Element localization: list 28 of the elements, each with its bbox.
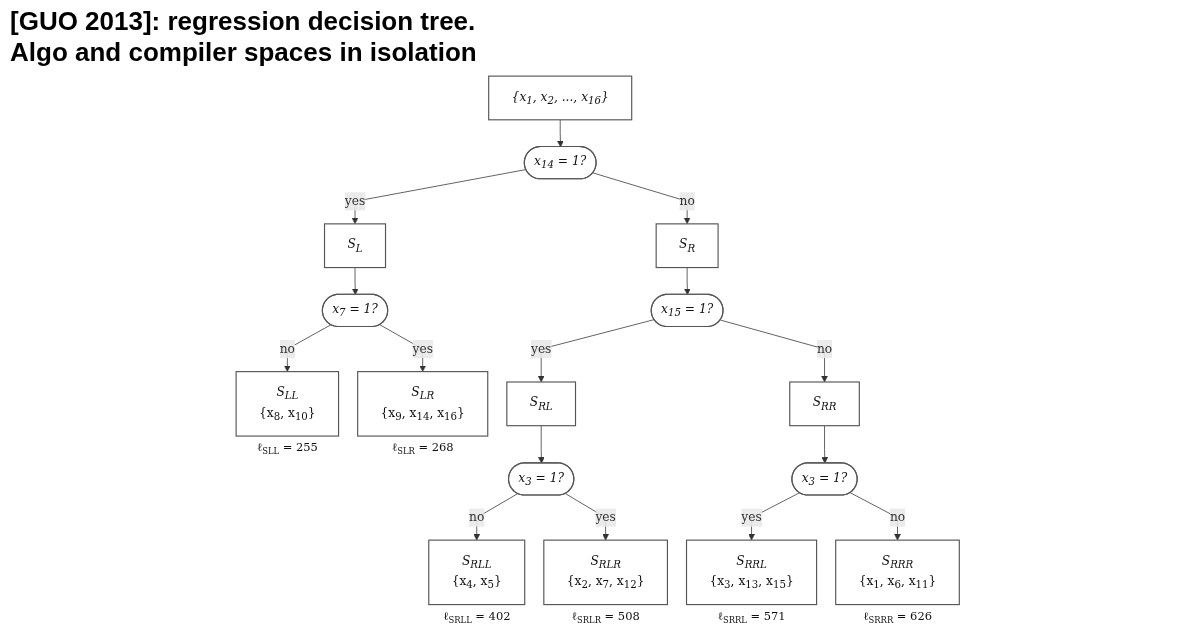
- leaf-value: ℓ$_{SRLR}$ = 508: [571, 608, 640, 625]
- edge-label: no: [679, 193, 695, 209]
- node-box: S$_{RL}$: [506, 381, 576, 427]
- node-box: S$_{RRL}$ {x$_{3}$, x$_{13}$, x$_{15}$}: [685, 539, 817, 606]
- node-box: S$_{LR}$ {x$_{9}$, x$_{14}$, x$_{16}$}: [356, 371, 489, 437]
- edge-label: no: [889, 509, 905, 525]
- edge-label: yes: [344, 193, 366, 209]
- edge-label: yes: [412, 341, 433, 356]
- edge-label: yes: [741, 509, 762, 525]
- node-box: S$_{LL}$ {x$_{8}$, x$_{10}$}: [235, 371, 339, 437]
- edge-label: no: [816, 341, 832, 356]
- leaf-value: ℓ$_{SRLL}$ = 402: [442, 608, 511, 625]
- diagram-title: [GUO 2013]: regression decision tree. Algo and compiler spaces in isolation: [10, 6, 478, 68]
- leaf-value: ℓ$_{SRRL}$ = 571: [717, 608, 786, 625]
- node-box: S$_{RRR}$ {x$_{1}$, x$_{6}$, x$_{11}$}: [834, 539, 960, 606]
- node-box: S$_{R}$: [655, 223, 719, 269]
- edge-label: no: [279, 341, 295, 356]
- node-box: S$_{L}$: [323, 223, 386, 269]
- edge-label: no: [468, 509, 485, 525]
- node-box: {x$_{1}$, x$_{2}$, ..., x$_{16}$}: [487, 75, 633, 121]
- leaf-value: ℓ$_{SLR}$ = 268: [391, 440, 454, 457]
- edge-label: yes: [595, 509, 616, 525]
- node-box: S$_{RR}$: [788, 381, 860, 427]
- node-box: S$_{RLR}$ {x$_{2}$, x$_{7}$, x$_{12}$}: [543, 539, 668, 606]
- leaf-value: ℓ$_{SRRR}$ = 626: [862, 608, 932, 625]
- node-box: S$_{RLL}$ {x$_{4}$, x$_{5}$}: [427, 539, 526, 606]
- edge-label: yes: [530, 341, 552, 356]
- leaf-value: ℓ$_{SLL}$ = 255: [256, 440, 318, 457]
